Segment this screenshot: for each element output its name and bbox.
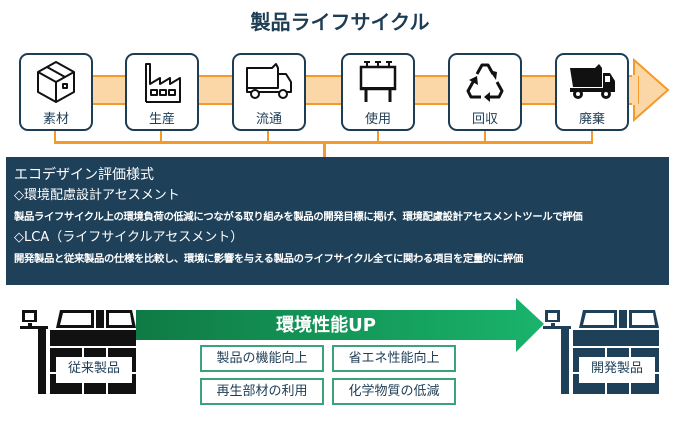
stage-label: 回収	[471, 112, 498, 127]
connector-line	[377, 130, 379, 143]
recycle-icon	[460, 59, 510, 105]
lifecycle-arrow-head	[632, 58, 670, 122]
connector-line	[484, 130, 486, 143]
truck-outline-icon	[244, 59, 294, 105]
lca-description: 開発製品と従来製品の仕様を比較し、環境に影響を与える製品のライフサイクル全てに関…	[14, 253, 524, 265]
machine-icon	[20, 310, 136, 394]
performance-up-arrow	[136, 298, 544, 352]
conventional-product-machine: 従来製品	[20, 308, 136, 398]
connector-line	[160, 130, 162, 143]
connector-line	[591, 130, 593, 143]
stage-label: 流通	[255, 112, 282, 127]
performance-up-label: 環境性能UP	[276, 315, 376, 336]
dump-truck-icon	[567, 59, 617, 105]
developed-product-label: 開発製品	[579, 357, 655, 383]
eco-design-heading: エコデザイン評価様式	[14, 167, 154, 183]
billboard-icon	[353, 59, 403, 105]
stage-use: 使用	[341, 53, 415, 131]
feature-box: 化学物質の低減	[332, 378, 456, 405]
stage-label: 生産	[148, 112, 175, 127]
connector-line	[267, 130, 269, 143]
conventional-product-label: 従来製品	[56, 357, 132, 383]
eco-design-panel: エコデザイン評価様式 ◇環境配慮設計アセスメント 製品ライフサイクル上の環境負荷…	[6, 157, 669, 285]
cardboard-box-icon	[31, 59, 81, 105]
feature-box: 製品の機能向上	[200, 345, 324, 372]
stage-material: 素材	[19, 53, 93, 131]
factory-icon	[137, 59, 187, 105]
page-title: 製品ライフサイクル	[250, 10, 430, 34]
stage-label: 素材	[42, 112, 69, 127]
feature-box: 再生部材の利用	[200, 378, 324, 405]
assessment-description: 製品ライフサイクル上の環境負荷の低減につながる取り組みを製品の開発目標に掲げ、環…	[14, 211, 583, 223]
lca-title: ◇LCA（ライフサイクルアセスメント）	[14, 230, 244, 245]
connector-line	[54, 130, 56, 143]
stage-distribution: 流通	[232, 53, 306, 131]
stage-production: 生産	[125, 53, 199, 131]
stage-disposal: 廃棄	[555, 53, 629, 131]
connector-to-panel	[323, 141, 326, 157]
feature-box: 省エネ性能向上	[332, 345, 456, 372]
developed-product-machine: 開発製品	[543, 308, 659, 398]
machine-icon	[543, 310, 659, 394]
stage-label: 廃棄	[578, 112, 605, 127]
assessment-title: ◇環境配慮設計アセスメント	[14, 188, 180, 203]
stage-collection: 回収	[448, 53, 522, 131]
stage-label: 使用	[364, 112, 391, 127]
